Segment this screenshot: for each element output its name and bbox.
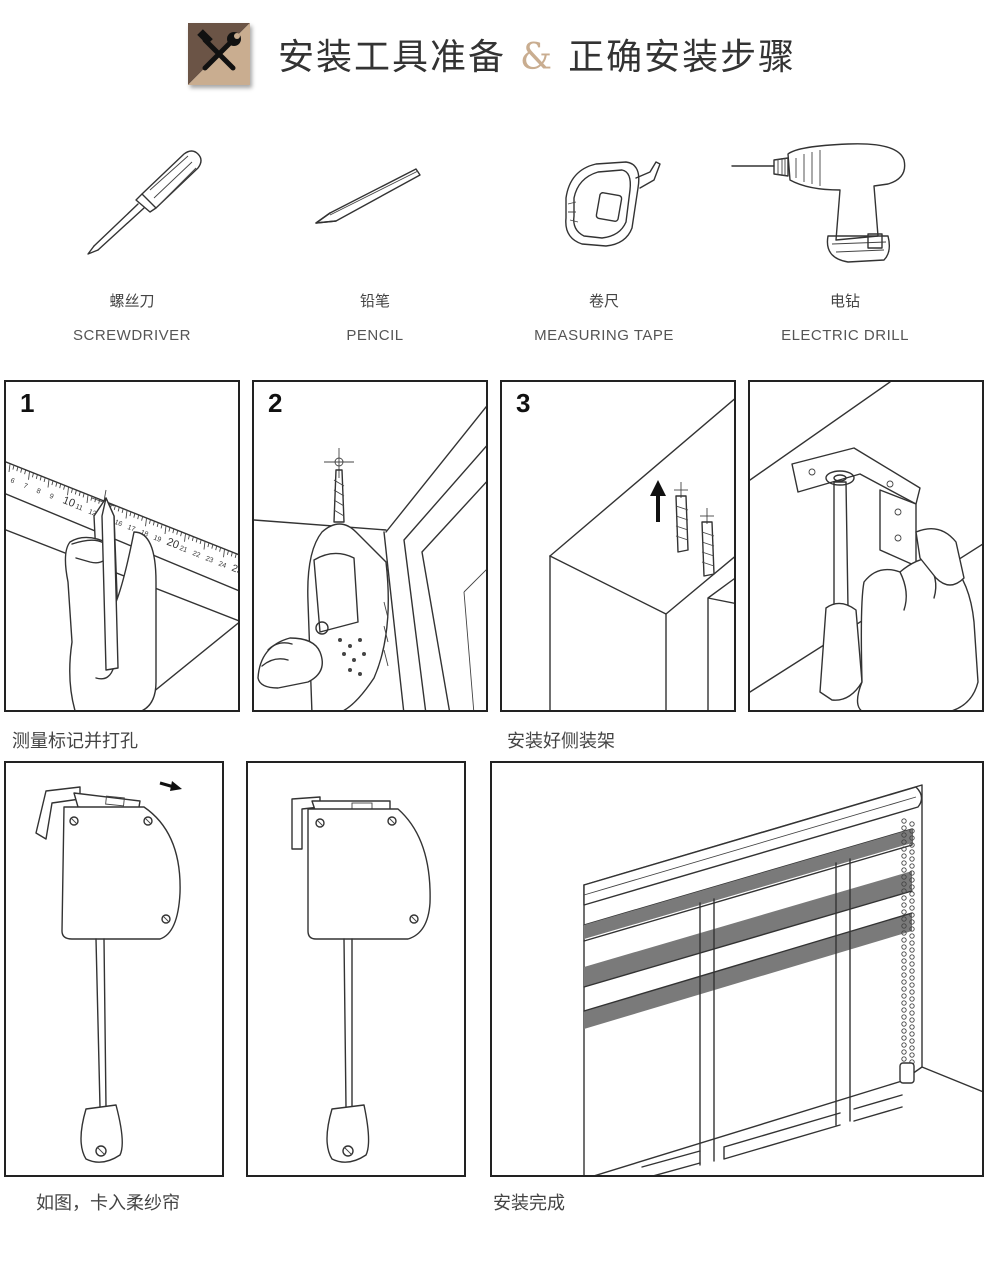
pencil-icon [312,165,424,231]
tool-screwdriver: 螺丝刀 SCREWDRIVER [32,290,232,344]
title-ampersand: & [520,37,555,78]
caption-done: 安装完成 [493,1193,565,1214]
title-left: 安装工具准备 [278,37,507,78]
step1-panel: 67891011121516171819202122232425 1 [4,380,240,712]
ruler-tick-label: 19 [152,535,162,544]
ruler-tick-label: 7 [22,483,28,491]
ruler-tick-label: 16 [113,519,123,528]
bracket-install-panel [748,380,984,712]
ruler-tick-label: 6 [9,477,15,485]
caption-clip: 如图，卡入柔纱帘 [36,1193,180,1214]
step3-panel: 3 [500,380,736,712]
screwdriver-icon [80,142,210,261]
ruler-tick-label: 23 [204,555,214,564]
tool-en-label: PENCIL [346,327,404,344]
ruler-tick-label: 12 [87,509,97,518]
ruler-tick-label: 17 [126,524,136,533]
tool-en-label: MEASURING TAPE [534,327,674,344]
tool-cn-label: 电钻 [829,292,860,310]
tool-cn-label: 螺丝刀 [109,292,155,310]
tool-pencil: 铅笔 PENCIL [275,290,475,344]
clip-in-panel-1 [4,761,224,1177]
step-number: 1 [20,388,35,418]
tool-en-label: ELECTRIC DRILL [781,327,909,344]
title-right: 正确安装步骤 [568,37,797,78]
finished-blind-illustration [583,784,982,1175]
anchor-insert-illustration [549,398,734,710]
tool-measuring-tape: 卷尺 MEASURING TAPE [504,290,704,344]
roller-clip-engaged-illustration [291,796,431,1163]
hammer-wrench-icon [188,23,250,85]
ruler-tick-label: 8 [35,488,41,496]
ruler-tick-label: 20 [165,536,181,552]
ruler-tick-label: 18 [139,529,149,538]
clip-in-panel-2 [246,761,466,1177]
tool-cn-label: 卷尺 [588,292,619,310]
ruler-tick-label: 24 [217,561,227,570]
tool-cn-label: 铅笔 [359,292,390,310]
ruler-tick-label: 21 [178,545,188,554]
page-title: 安装工具准备&正确安装步骤 [278,28,796,80]
drill-hole-illustration [254,405,486,710]
step-number: 2 [268,388,283,418]
ruler-tick-label: 25 [230,563,240,577]
electric-drill-icon [728,140,910,269]
caption-bracket: 安装好侧装架 [507,731,615,752]
tool-en-label: SCREWDRIVER [72,327,191,344]
ruler-tick-label: 9 [48,493,54,501]
bracket-screw-illustration [750,382,982,710]
caption-measure: 测量标记并打孔 [12,731,138,752]
install-done-panel [490,761,984,1177]
measure-mark-illustration: 67891011121516171819202122232425 [6,461,240,710]
measuring-tape-icon [556,158,666,254]
step2-panel: 2 [252,380,488,712]
ruler-tick-label: 10 [61,494,77,510]
step-number: 3 [516,388,531,418]
ruler-tick-label: 11 [74,503,83,512]
ruler-tick-label: 22 [191,550,201,559]
tool-electric-drill: 电钻 ELECTRIC DRILL [745,290,945,344]
roller-clip-tilted-illustration [35,781,182,1163]
